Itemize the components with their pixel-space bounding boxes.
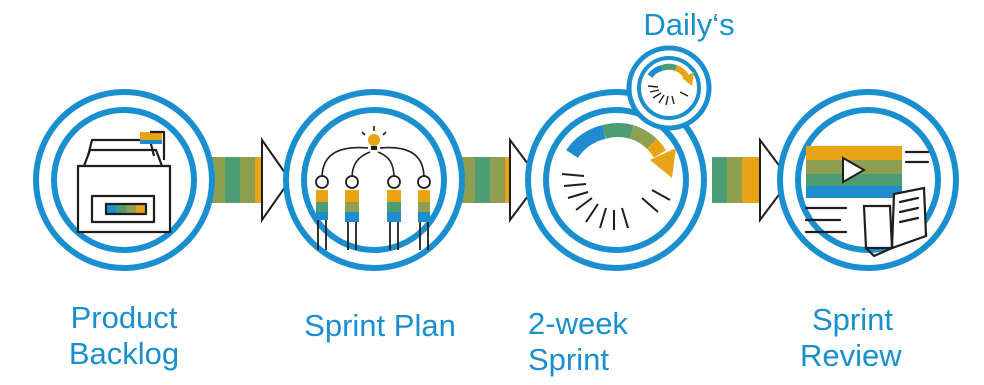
step-sprint-review (777, 89, 959, 271)
step-label-product-backlog: Product Backlog (44, 300, 204, 372)
label-line: Product (70, 300, 178, 335)
arrow-sprint-to-review (712, 137, 792, 223)
step-label-sprint-review: Sprint Review (800, 302, 940, 374)
presentation-book-icon (804, 146, 930, 258)
step-sprint-plan (283, 89, 465, 271)
step-label-two-week-sprint: 2-week Sprint (528, 306, 668, 378)
step-product-backlog (33, 89, 215, 271)
label-line: Sprint (812, 302, 893, 337)
label-line: Sprint Plan (304, 308, 456, 343)
arrow-backlog-to-plan (210, 136, 292, 224)
team-idea-icon (315, 126, 431, 250)
label-line: 2-week (528, 306, 628, 341)
daily-label: Daily‘s (643, 7, 735, 42)
label-line: Review (800, 338, 902, 373)
daily-indicator (626, 45, 712, 131)
label-line: Sprint (528, 342, 609, 377)
cycle-arrow-icon (561, 123, 676, 230)
label-line: Backlog (68, 336, 180, 371)
step-label-sprint-plan: Sprint Plan (290, 308, 470, 344)
daily-cycle-arrow-icon (647, 63, 694, 106)
file-cabinet-icon (76, 130, 172, 234)
step-two-week-sprint (525, 89, 707, 271)
